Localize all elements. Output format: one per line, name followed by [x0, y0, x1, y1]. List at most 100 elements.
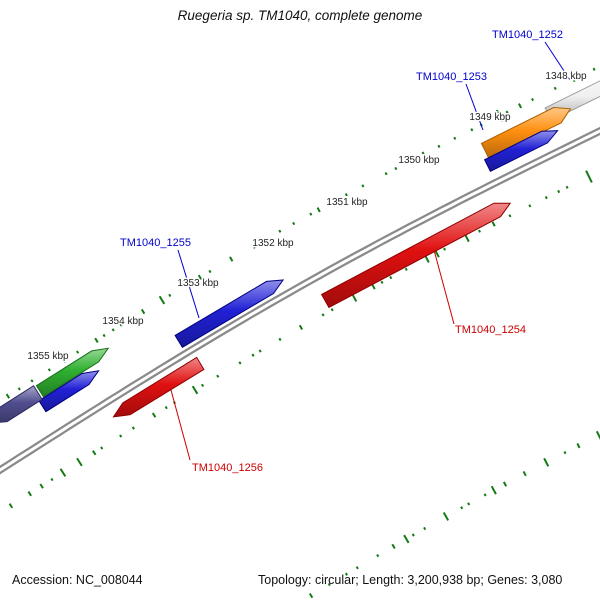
gene-label-TM1040_1252[interactable]: TM1040_1252 — [492, 29, 563, 41]
tick-mark — [490, 485, 497, 495]
tick-mark — [330, 308, 334, 312]
tick-mark — [394, 166, 398, 171]
tick-mark — [278, 337, 282, 342]
gene-arrow-cds-slate[interactable] — [0, 385, 43, 423]
tick-mark — [380, 280, 384, 284]
tick-mark — [470, 128, 474, 132]
tick-mark — [197, 274, 203, 280]
tick-mark — [131, 426, 135, 430]
tick-mark — [355, 566, 359, 570]
tick-mark — [467, 502, 471, 506]
gene-arrow-TM1040_1255[interactable] — [174, 279, 285, 348]
tick-mark — [443, 247, 447, 251]
ruler-label-1350-kbp: 1350 kbp — [398, 155, 440, 166]
gene-label-TM1040_1256[interactable]: TM1040_1256 — [192, 462, 263, 474]
tick-mark — [565, 185, 569, 189]
tick-mark — [261, 239, 265, 243]
tick-mark — [483, 493, 487, 497]
gene-label-TM1040_1254[interactable]: TM1040_1254 — [455, 324, 526, 336]
tick-mark — [518, 103, 523, 109]
backbone-line — [0, 126, 600, 475]
tick-mark — [344, 572, 348, 576]
gene-arrow-TM1040_1256[interactable] — [112, 356, 205, 418]
status-bar: Accession: NC_008044 Topology: circular;… — [0, 571, 600, 595]
gene-arrow-TM1040_1253[interactable] — [480, 106, 572, 160]
tick-mark — [391, 543, 396, 550]
tick-mark — [376, 554, 380, 558]
tick-mark — [27, 491, 32, 497]
gene-arrow-cds-blue-a[interactable] — [483, 130, 559, 172]
tick-mark — [404, 267, 408, 271]
tick-mark — [76, 350, 80, 354]
status-accession: Accession: NC_008044 — [12, 573, 143, 587]
ruler-label-1355-kbp: 1355 kbp — [27, 351, 69, 362]
tick-mark — [361, 184, 365, 188]
tick-mark — [453, 136, 457, 140]
tick-mark — [553, 86, 557, 91]
tick-mark — [76, 457, 83, 467]
gene-label-TM1040_1253[interactable]: TM1040_1253 — [416, 71, 487, 83]
tick-mark — [111, 328, 115, 332]
tick-mark — [389, 275, 393, 280]
gene-labels: TM1040_1252TM1040_1253TM1040_1255TM1040_… — [120, 29, 563, 474]
tick-mark — [563, 450, 567, 455]
gene-arrow-cds-green[interactable] — [35, 347, 110, 398]
tick-mark — [59, 468, 67, 477]
tick-mark — [251, 243, 256, 249]
tick-mark — [187, 281, 191, 286]
tick-mark — [409, 158, 413, 163]
tick-mark — [168, 293, 172, 297]
leader-line-TM1040_1255 — [177, 249, 200, 319]
tick-mark — [437, 144, 441, 148]
tick-mark — [543, 457, 550, 467]
tick-mark — [585, 170, 593, 183]
tick-mark — [491, 221, 496, 227]
gene-arrows — [0, 80, 600, 423]
tick-mark — [229, 256, 234, 262]
tick-mark — [119, 323, 123, 327]
gene-arrow-TM1040_1254[interactable] — [320, 202, 512, 309]
tick-mark — [208, 269, 212, 274]
tick-mark — [592, 67, 596, 71]
backbone-gap — [0, 129, 600, 472]
inner-ring-ticks — [308, 430, 600, 599]
gene-label-TM1040_1255[interactable]: TM1040_1255 — [120, 237, 191, 249]
ruler-label-1348-kbp: 1348 kbp — [545, 71, 587, 82]
gene-arrow-cds-blue-b[interactable] — [38, 370, 100, 413]
tick-mark — [119, 434, 123, 438]
tick-mark — [5, 393, 11, 399]
tick-mark — [528, 204, 532, 208]
tick-mark — [238, 361, 242, 365]
tick-mark — [327, 582, 331, 587]
tick-mark — [508, 214, 512, 218]
tick-mark — [442, 512, 450, 521]
tick-mark — [201, 383, 205, 388]
tick-mark — [505, 110, 509, 114]
tick-mark — [292, 221, 296, 226]
tick-mark — [216, 374, 220, 378]
tick-mark — [421, 151, 426, 157]
tick-mark — [557, 189, 561, 194]
tick-mark — [321, 313, 325, 317]
tick-mark — [102, 333, 106, 338]
tick-mark — [308, 592, 314, 599]
inner-ruler-ticks — [8, 170, 593, 509]
ruler-label-1351-kbp: 1351 kbp — [326, 197, 368, 208]
genome-title: Ruegeria sp. TM1040, complete genome — [177, 8, 423, 23]
tick-mark — [50, 477, 54, 482]
tick-mark — [309, 212, 313, 216]
tick-mark — [371, 284, 376, 290]
tick-mark — [140, 308, 146, 315]
tick-mark — [92, 450, 97, 456]
tick-mark — [100, 446, 104, 450]
tick-mark — [495, 109, 504, 123]
leader-lines — [170, 41, 571, 461]
tick-mark — [278, 229, 282, 233]
tick-mark — [478, 229, 481, 233]
outer-ruler-ticks — [5, 67, 596, 399]
tick-mark — [8, 503, 14, 509]
tick-mark — [423, 526, 427, 531]
